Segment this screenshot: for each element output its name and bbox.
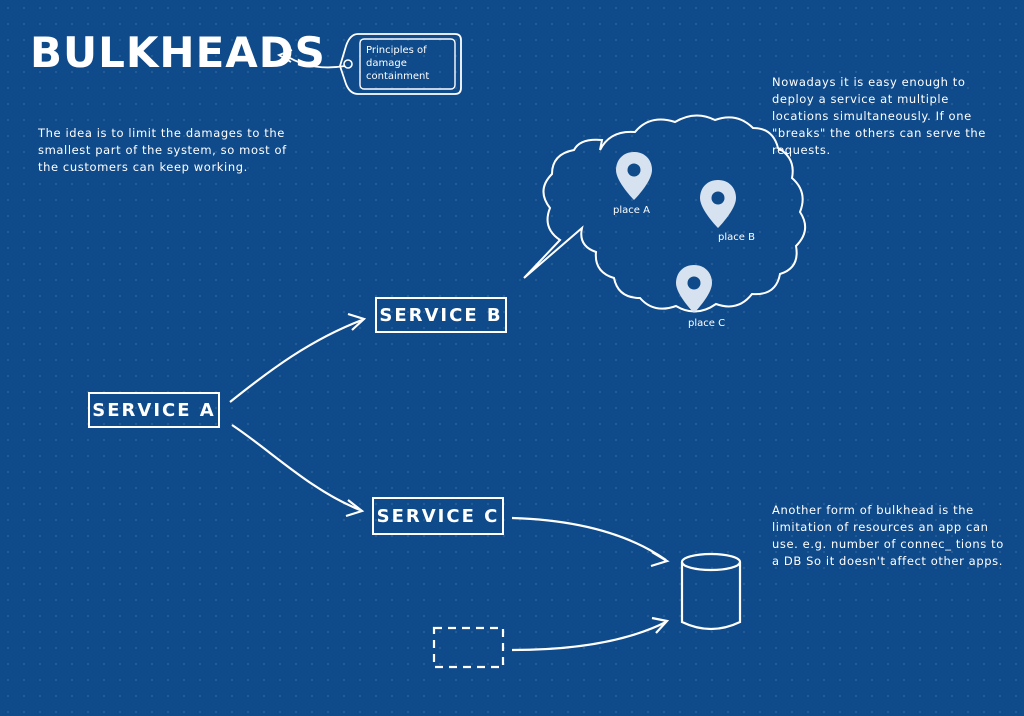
tag-hole: [343, 59, 353, 69]
arrow-app-to-db: [511, 621, 667, 652]
arrow-a-to-c-head: [345, 499, 365, 518]
arrow-a-to-c: [231, 424, 361, 512]
place-a-label: place A: [613, 205, 650, 216]
arrow-a-to-b: [229, 318, 363, 403]
map-pin-icon: [700, 180, 736, 228]
arrow-app-to-db-head: [651, 616, 670, 634]
database-cylinder-icon: [680, 552, 742, 631]
tag-inner-border: [359, 38, 456, 90]
service-b-box: SERVICE B: [375, 297, 507, 333]
location-cloud: [523, 114, 807, 313]
place-c-label: place C: [688, 318, 726, 329]
page-title: BULKHEADS: [30, 28, 326, 77]
tag-arrow-head: [276, 49, 293, 63]
map-pin-icon: [676, 265, 712, 313]
note-multi-location: Nowadays it is easy enough to deploy a s…: [772, 75, 986, 157]
dashed-box-icon: [432, 626, 505, 669]
arrow-c-to-db-head: [650, 551, 670, 568]
note-idea: The idea is to limit the damages to the …: [38, 126, 287, 174]
arrow-a-to-b-head: [347, 312, 367, 331]
arrow-c-to-db: [511, 516, 667, 561]
tag-label: Principles of damage containment: [366, 45, 430, 82]
map-pin-icon: [616, 152, 652, 200]
note-resources: Another form of bulkhead is the limitati…: [772, 503, 1004, 568]
service-c-box: SERVICE C: [372, 497, 504, 535]
place-b-label: place B: [718, 232, 755, 243]
service-a-box: SERVICE A: [88, 392, 220, 428]
tag-outline: [339, 33, 462, 95]
tag-arrow: [284, 54, 346, 69]
